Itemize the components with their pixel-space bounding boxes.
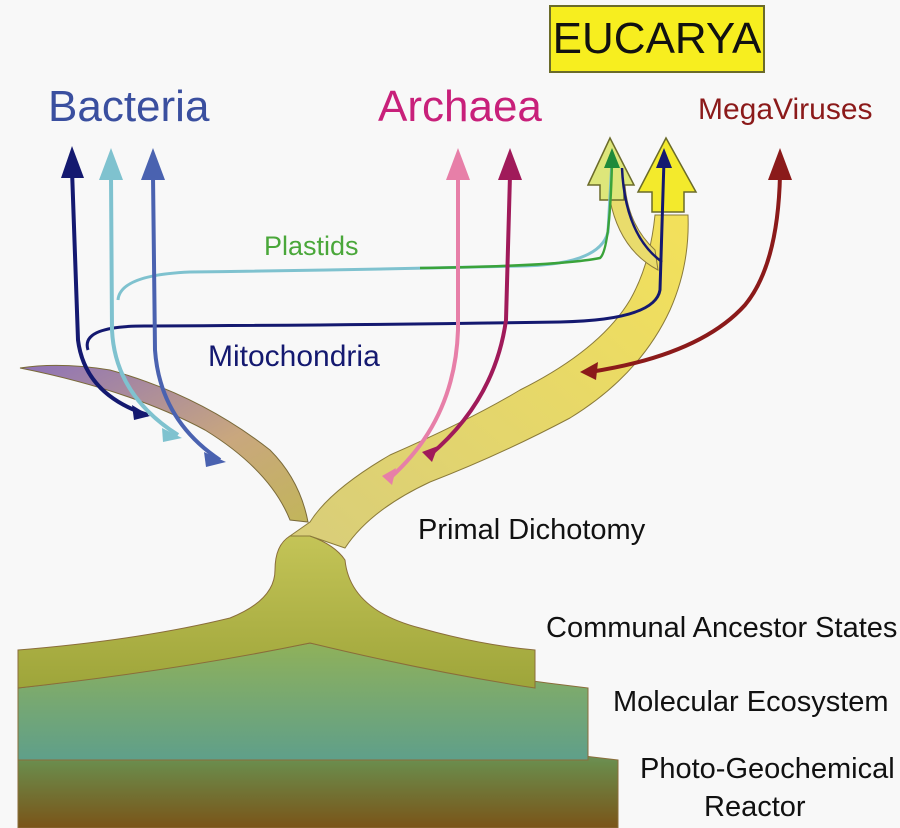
eucarya-arrowhead-large: [638, 138, 696, 212]
mitochondria-label: Mitochondria: [208, 340, 380, 373]
megaviruses-arrowhead: [768, 148, 792, 180]
bacteria-label: Bacteria: [48, 82, 210, 131]
bacteria-arrowhead-navy: [61, 146, 84, 178]
eucarya-title-box: EUCARYA: [549, 5, 765, 73]
communal-ancestor-states-label: Communal Ancestor States: [546, 612, 897, 644]
reactor-label-line1: Photo-Geochemical: [640, 753, 895, 785]
megaviruses-label: MegaViruses: [698, 93, 873, 126]
plastids-label: Plastids: [264, 231, 359, 261]
archaea-label: Archaea: [378, 82, 542, 131]
bacteria-arrowhead-blue: [141, 148, 165, 180]
primal-dichotomy-label: Primal Dichotomy: [418, 514, 646, 546]
bacteria-arrowhead-lightblue: [99, 148, 123, 180]
archaea-arrowhead-pink: [446, 148, 470, 180]
reactor-label-line2: Reactor: [704, 791, 806, 823]
molecular-ecosystem-label: Molecular Ecosystem: [613, 686, 889, 718]
eucarya-label: EUCARYA: [553, 14, 762, 64]
mitochondria-path: [87, 160, 664, 350]
plastids-path: [118, 160, 612, 300]
archaea-arrowhead-magenta: [498, 148, 522, 180]
